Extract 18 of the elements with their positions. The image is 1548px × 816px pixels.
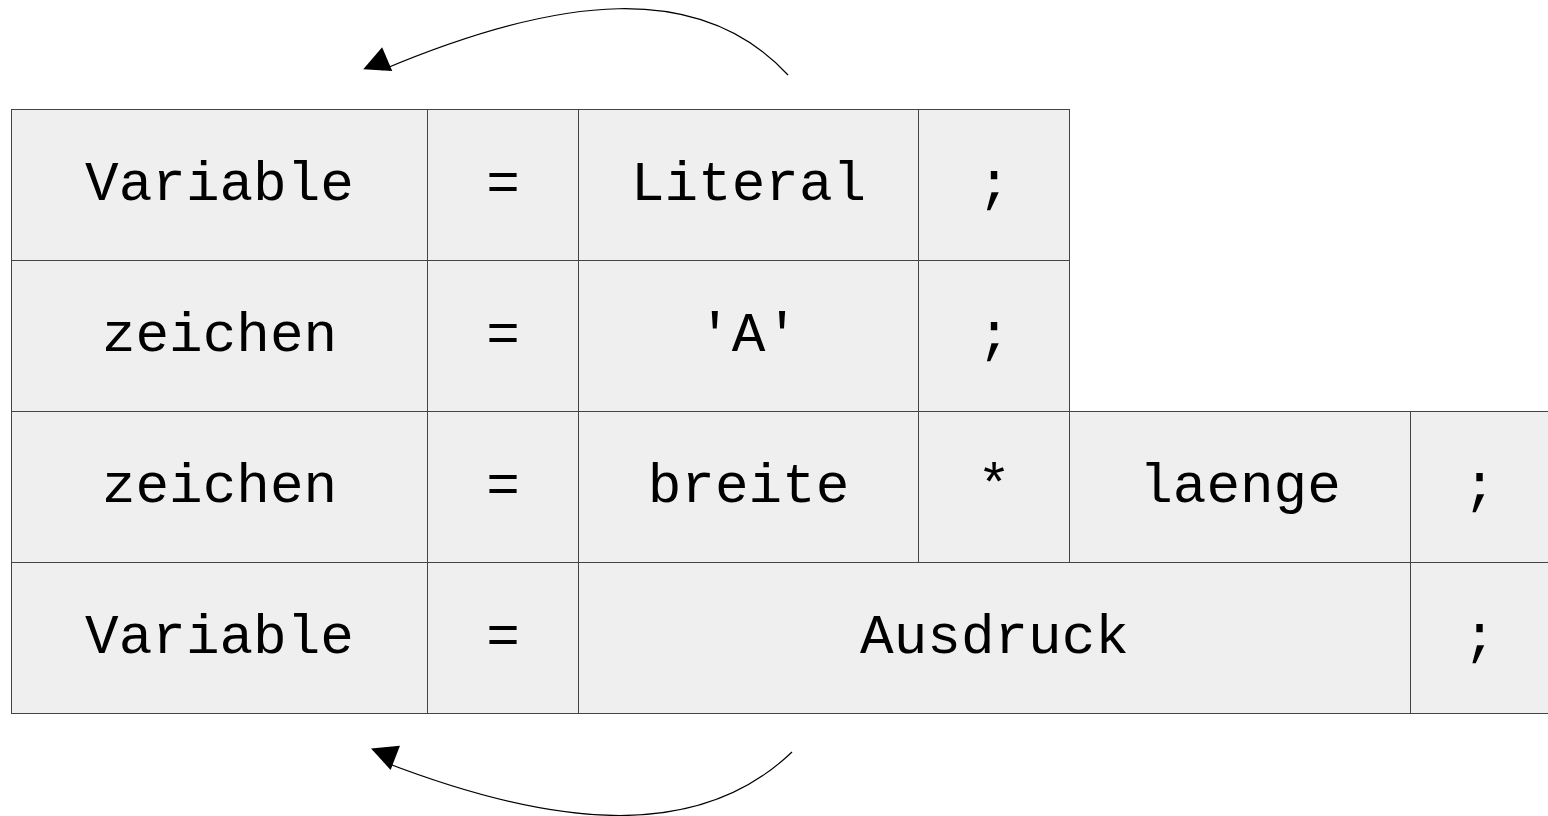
- table-cell: ;: [1410, 411, 1548, 563]
- table-cell: Literal: [578, 109, 919, 261]
- table-cell: laenge: [1069, 411, 1411, 563]
- table-cell: ;: [918, 109, 1070, 261]
- table-cell: zeichen: [11, 411, 428, 563]
- table-cell: *: [918, 411, 1070, 563]
- table-cell: breite: [578, 411, 919, 563]
- table-cell: Variable: [11, 562, 428, 714]
- table-cell: 'A': [578, 260, 919, 412]
- table-cell: Ausdruck: [578, 562, 1411, 714]
- table-cell: Variable: [11, 109, 428, 261]
- table-cell: zeichen: [11, 260, 428, 412]
- table-cell: =: [427, 260, 579, 412]
- table-cell: ;: [1410, 562, 1548, 714]
- table-cell: =: [427, 562, 579, 714]
- table-cell: =: [427, 411, 579, 563]
- table-cell: ;: [918, 260, 1070, 412]
- table-cell: =: [427, 109, 579, 261]
